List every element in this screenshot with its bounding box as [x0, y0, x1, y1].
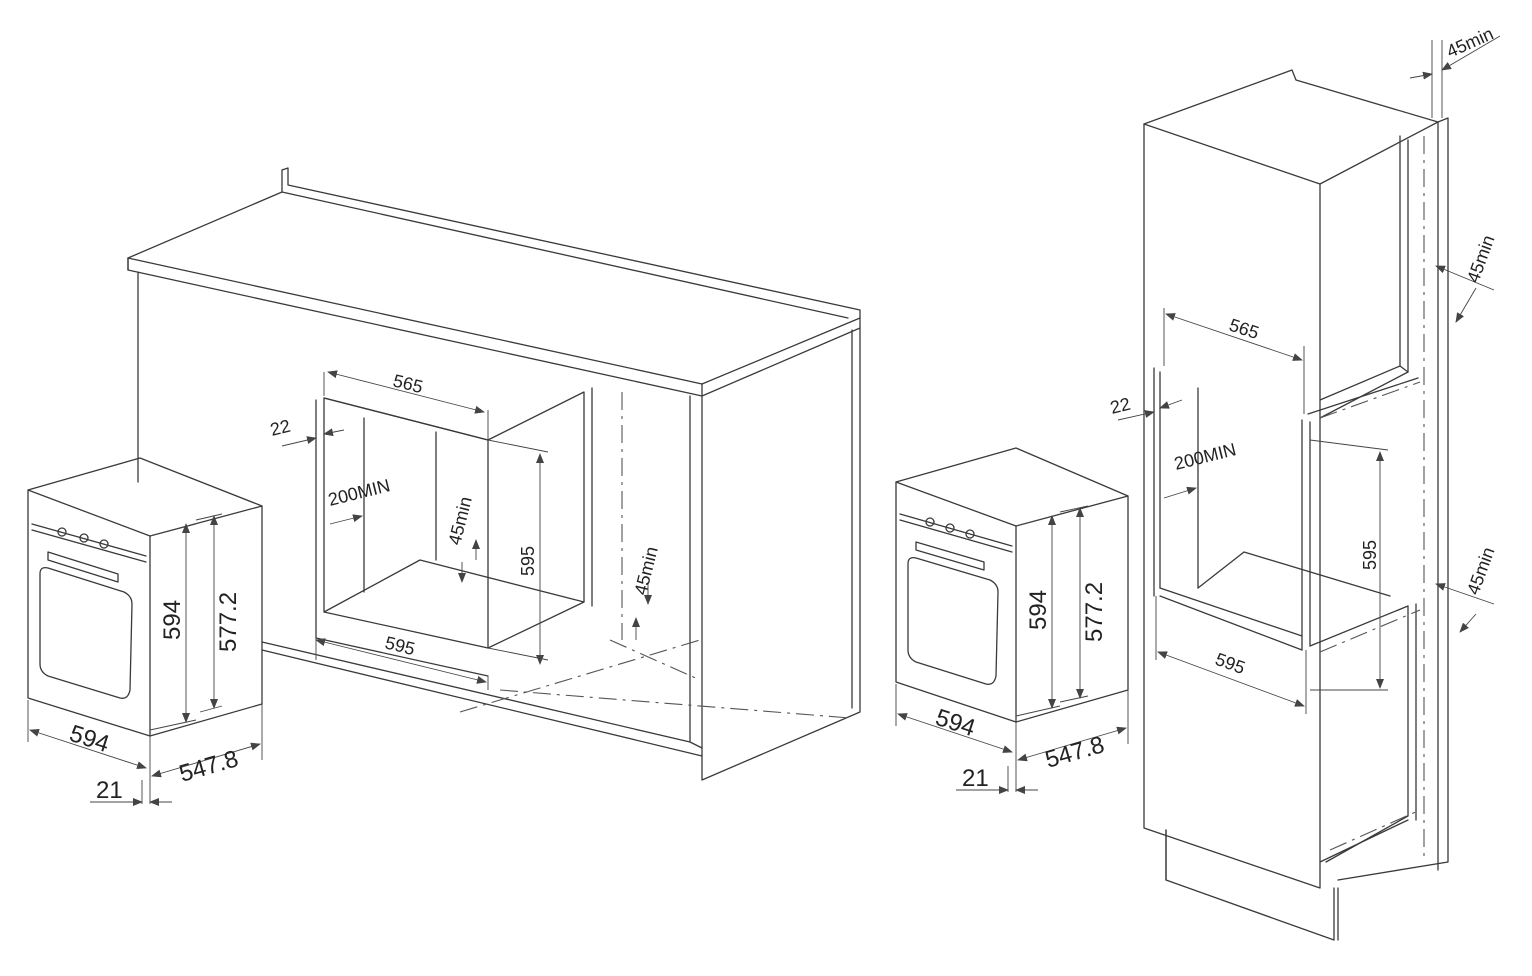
knob-icon — [79, 533, 89, 543]
dim-5772-right-oven: 577.2 — [1081, 582, 1108, 642]
dim-595-height-left: 595 — [518, 546, 538, 576]
knob-icon — [945, 523, 955, 533]
dim-21-left-oven: 21 — [96, 777, 123, 804]
dim-595-height-right: 595 — [1360, 540, 1380, 570]
dim-200min-right: 200MIN — [1172, 439, 1238, 474]
dim-21-right-oven: 21 — [962, 765, 989, 792]
knob-icon — [965, 529, 975, 539]
knob-icon — [99, 539, 109, 549]
oven-door-window — [39, 566, 133, 699]
dim-565-right: 565 — [1227, 315, 1262, 343]
oven-handle — [47, 551, 119, 583]
dim-594-height-left-oven: 594 — [159, 600, 186, 640]
oven-handle — [915, 541, 985, 571]
dim-5478-left-oven: 547.8 — [176, 745, 241, 788]
left-cabinet-dimensions: 565 22 200MIN 45min 595 45min 595 — [268, 370, 662, 690]
dim-594-width-right-oven: 594 — [932, 704, 978, 742]
oven-door-window — [907, 556, 999, 685]
dim-45min-inner-left: 45min — [444, 495, 475, 547]
dim-5772-left-oven: 577.2 — [215, 592, 242, 652]
dim-594-width-left-oven: 594 — [66, 720, 112, 758]
knob-icon — [57, 527, 67, 537]
dim-45min-upper-right: 45min — [1463, 232, 1499, 285]
dim-45min-top-right: 45min — [1443, 23, 1496, 61]
undercounter-cabinet — [127, 167, 861, 781]
dim-45min-lower-right: 45min — [1463, 544, 1499, 597]
tall-cabinet — [1143, 69, 1449, 941]
right-cabinet-dimensions: 45min 565 22 200MIN 595 45min 45min 595 — [1108, 23, 1501, 714]
dim-200min-left: 200MIN — [326, 475, 392, 510]
right-oven-dimensions: 594 577.2 594 547.8 21 — [895, 505, 1129, 794]
left-oven-dimensions: 594 577.2 594 547.8 21 — [27, 513, 263, 806]
dim-595-depth-left: 595 — [383, 632, 417, 659]
dim-565-left: 565 — [391, 370, 425, 397]
dim-45min-outer-left: 45min — [630, 545, 661, 597]
dim-22-right: 22 — [1108, 394, 1132, 418]
dim-594-height-right-oven: 594 — [1025, 590, 1052, 630]
dim-5478-right-oven: 547.8 — [1042, 731, 1107, 774]
dim-22-left: 22 — [268, 416, 292, 440]
knob-icon — [925, 517, 935, 527]
